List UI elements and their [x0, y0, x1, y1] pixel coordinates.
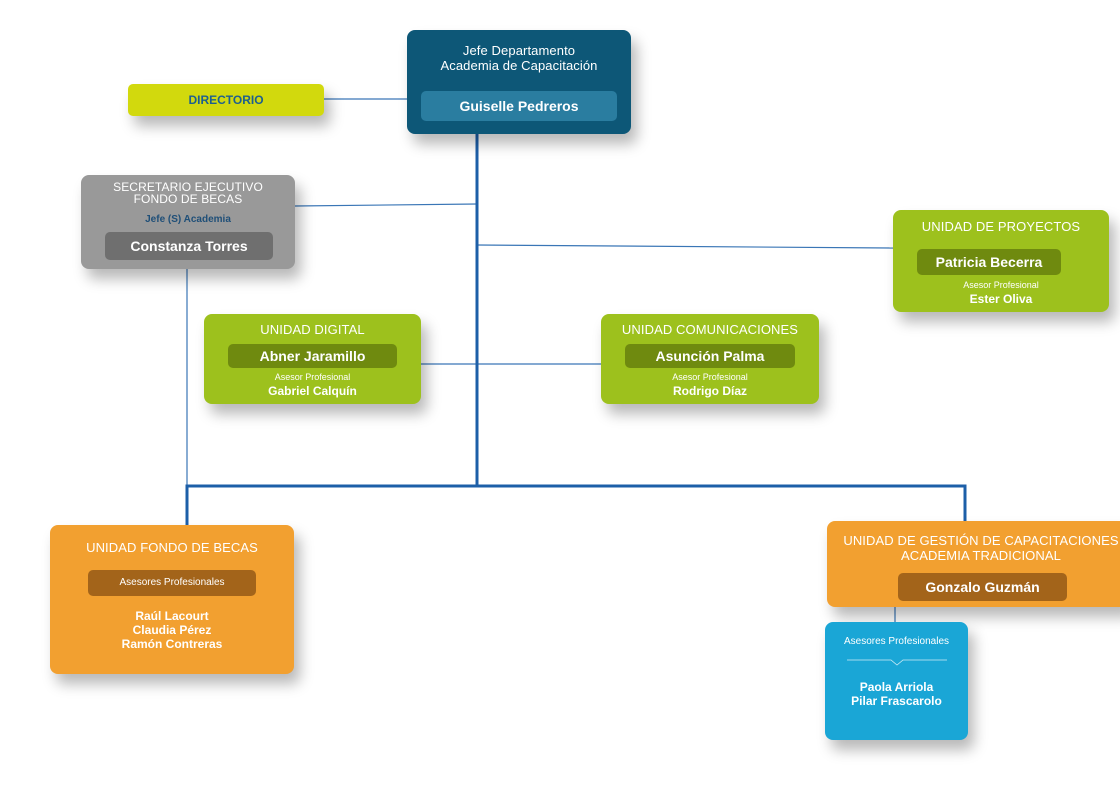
- unidad-proyectos-box: UNIDAD DE PROYECTOS Patricia Becerra Ase…: [893, 210, 1109, 312]
- unidad-comunicaciones-box: UNIDAD COMUNICACIONES Asunción Palma Ase…: [601, 314, 819, 404]
- asesores-label: Asesores Profesionales: [843, 636, 950, 647]
- asesores-name-1: Paola Arriola: [859, 680, 934, 694]
- gestion-title-line2: ACADEMIA TRADICIONAL: [901, 548, 1061, 563]
- secretario-title-line1: SECRETARIO EJECUTIVO: [113, 180, 263, 194]
- asesores-name-2: Pilar Frascarolo: [851, 694, 942, 708]
- unidad-gestion-capacitaciones-box: UNIDAD DE GESTIÓN DE CAPACITACIONES ACAD…: [827, 521, 1120, 607]
- connector-proyectos: [476, 244, 894, 249]
- proyectos-name: Patricia Becerra: [917, 249, 1061, 275]
- comunicaciones-advisor-name: Rodrigo Díaz: [673, 384, 747, 398]
- jefe-title-line2: Academia de Capacitación: [440, 58, 598, 73]
- digital-name: Abner Jaramillo: [228, 344, 397, 368]
- jefe-departamento-box: Jefe Departamento Academia de Capacitaci…: [407, 30, 631, 134]
- becas-name-1: Raúl Lacourt: [135, 609, 209, 623]
- digital-advisor-name: Gabriel Calquín: [268, 384, 357, 398]
- unidad-fondo-becas-box: UNIDAD FONDO DE BECAS Asesores Profesion…: [50, 525, 294, 674]
- jefe-title-line1: Jefe Departamento: [462, 43, 576, 58]
- proyectos-advisor-name: Ester Oliva: [969, 292, 1033, 306]
- becas-name-2: Claudia Pérez: [132, 623, 212, 637]
- becas-names: Raúl Lacourt Claudia Pérez Ramón Contrer…: [50, 609, 294, 651]
- connector-secretario: [294, 203, 478, 207]
- gestion-title: UNIDAD DE GESTIÓN DE CAPACITACIONES ACAD…: [843, 533, 1119, 563]
- secretario-name: Constanza Torres: [105, 232, 273, 260]
- secretario-ejecutivo-box: SECRETARIO EJECUTIVO FONDO DE BECAS Jefe…: [81, 175, 295, 269]
- secretario-subtitle: Jefe (S) Academia: [145, 214, 231, 225]
- divider-chevron-icon: [847, 659, 947, 666]
- asesores-profesionales-box: Asesores Profesionales Paola Arriola Pil…: [825, 622, 968, 740]
- jefe-name: Guiselle Pedreros: [421, 91, 617, 121]
- becas-name-3: Ramón Contreras: [121, 637, 223, 651]
- proyectos-title: UNIDAD DE PROYECTOS: [921, 219, 1081, 234]
- comunicaciones-title: UNIDAD COMUNICACIONES: [621, 322, 799, 337]
- unidad-digital-box: UNIDAD DIGITAL Abner Jaramillo Asesor Pr…: [204, 314, 421, 404]
- comunicaciones-name: Asunción Palma: [625, 344, 795, 368]
- directorio-box: DIRECTORIO: [128, 84, 324, 116]
- secretario-title: SECRETARIO EJECUTIVO FONDO DE BECAS: [81, 181, 295, 205]
- becas-title: UNIDAD FONDO DE BECAS: [86, 540, 258, 555]
- gestion-title-line1: UNIDAD DE GESTIÓN DE CAPACITACIONES: [843, 533, 1119, 548]
- proyectos-advisor-label: Asesor Profesional: [963, 280, 1039, 290]
- digital-advisor-label: Asesor Profesional: [274, 372, 351, 382]
- gestion-name: Gonzalo Guzmán: [898, 573, 1067, 601]
- asesores-names: Paola Arriola Pilar Frascarolo: [825, 680, 968, 708]
- connector-main-horizontal: [185, 484, 967, 525]
- comunicaciones-advisor-label: Asesor Profesional: [672, 372, 748, 382]
- becas-advisors-label: Asesores Profesionales: [88, 570, 256, 596]
- secretario-title-line2: FONDO DE BECAS: [133, 192, 243, 206]
- digital-title: UNIDAD DIGITAL: [260, 322, 365, 337]
- jefe-title: Jefe Departamento Academia de Capacitaci…: [407, 43, 631, 73]
